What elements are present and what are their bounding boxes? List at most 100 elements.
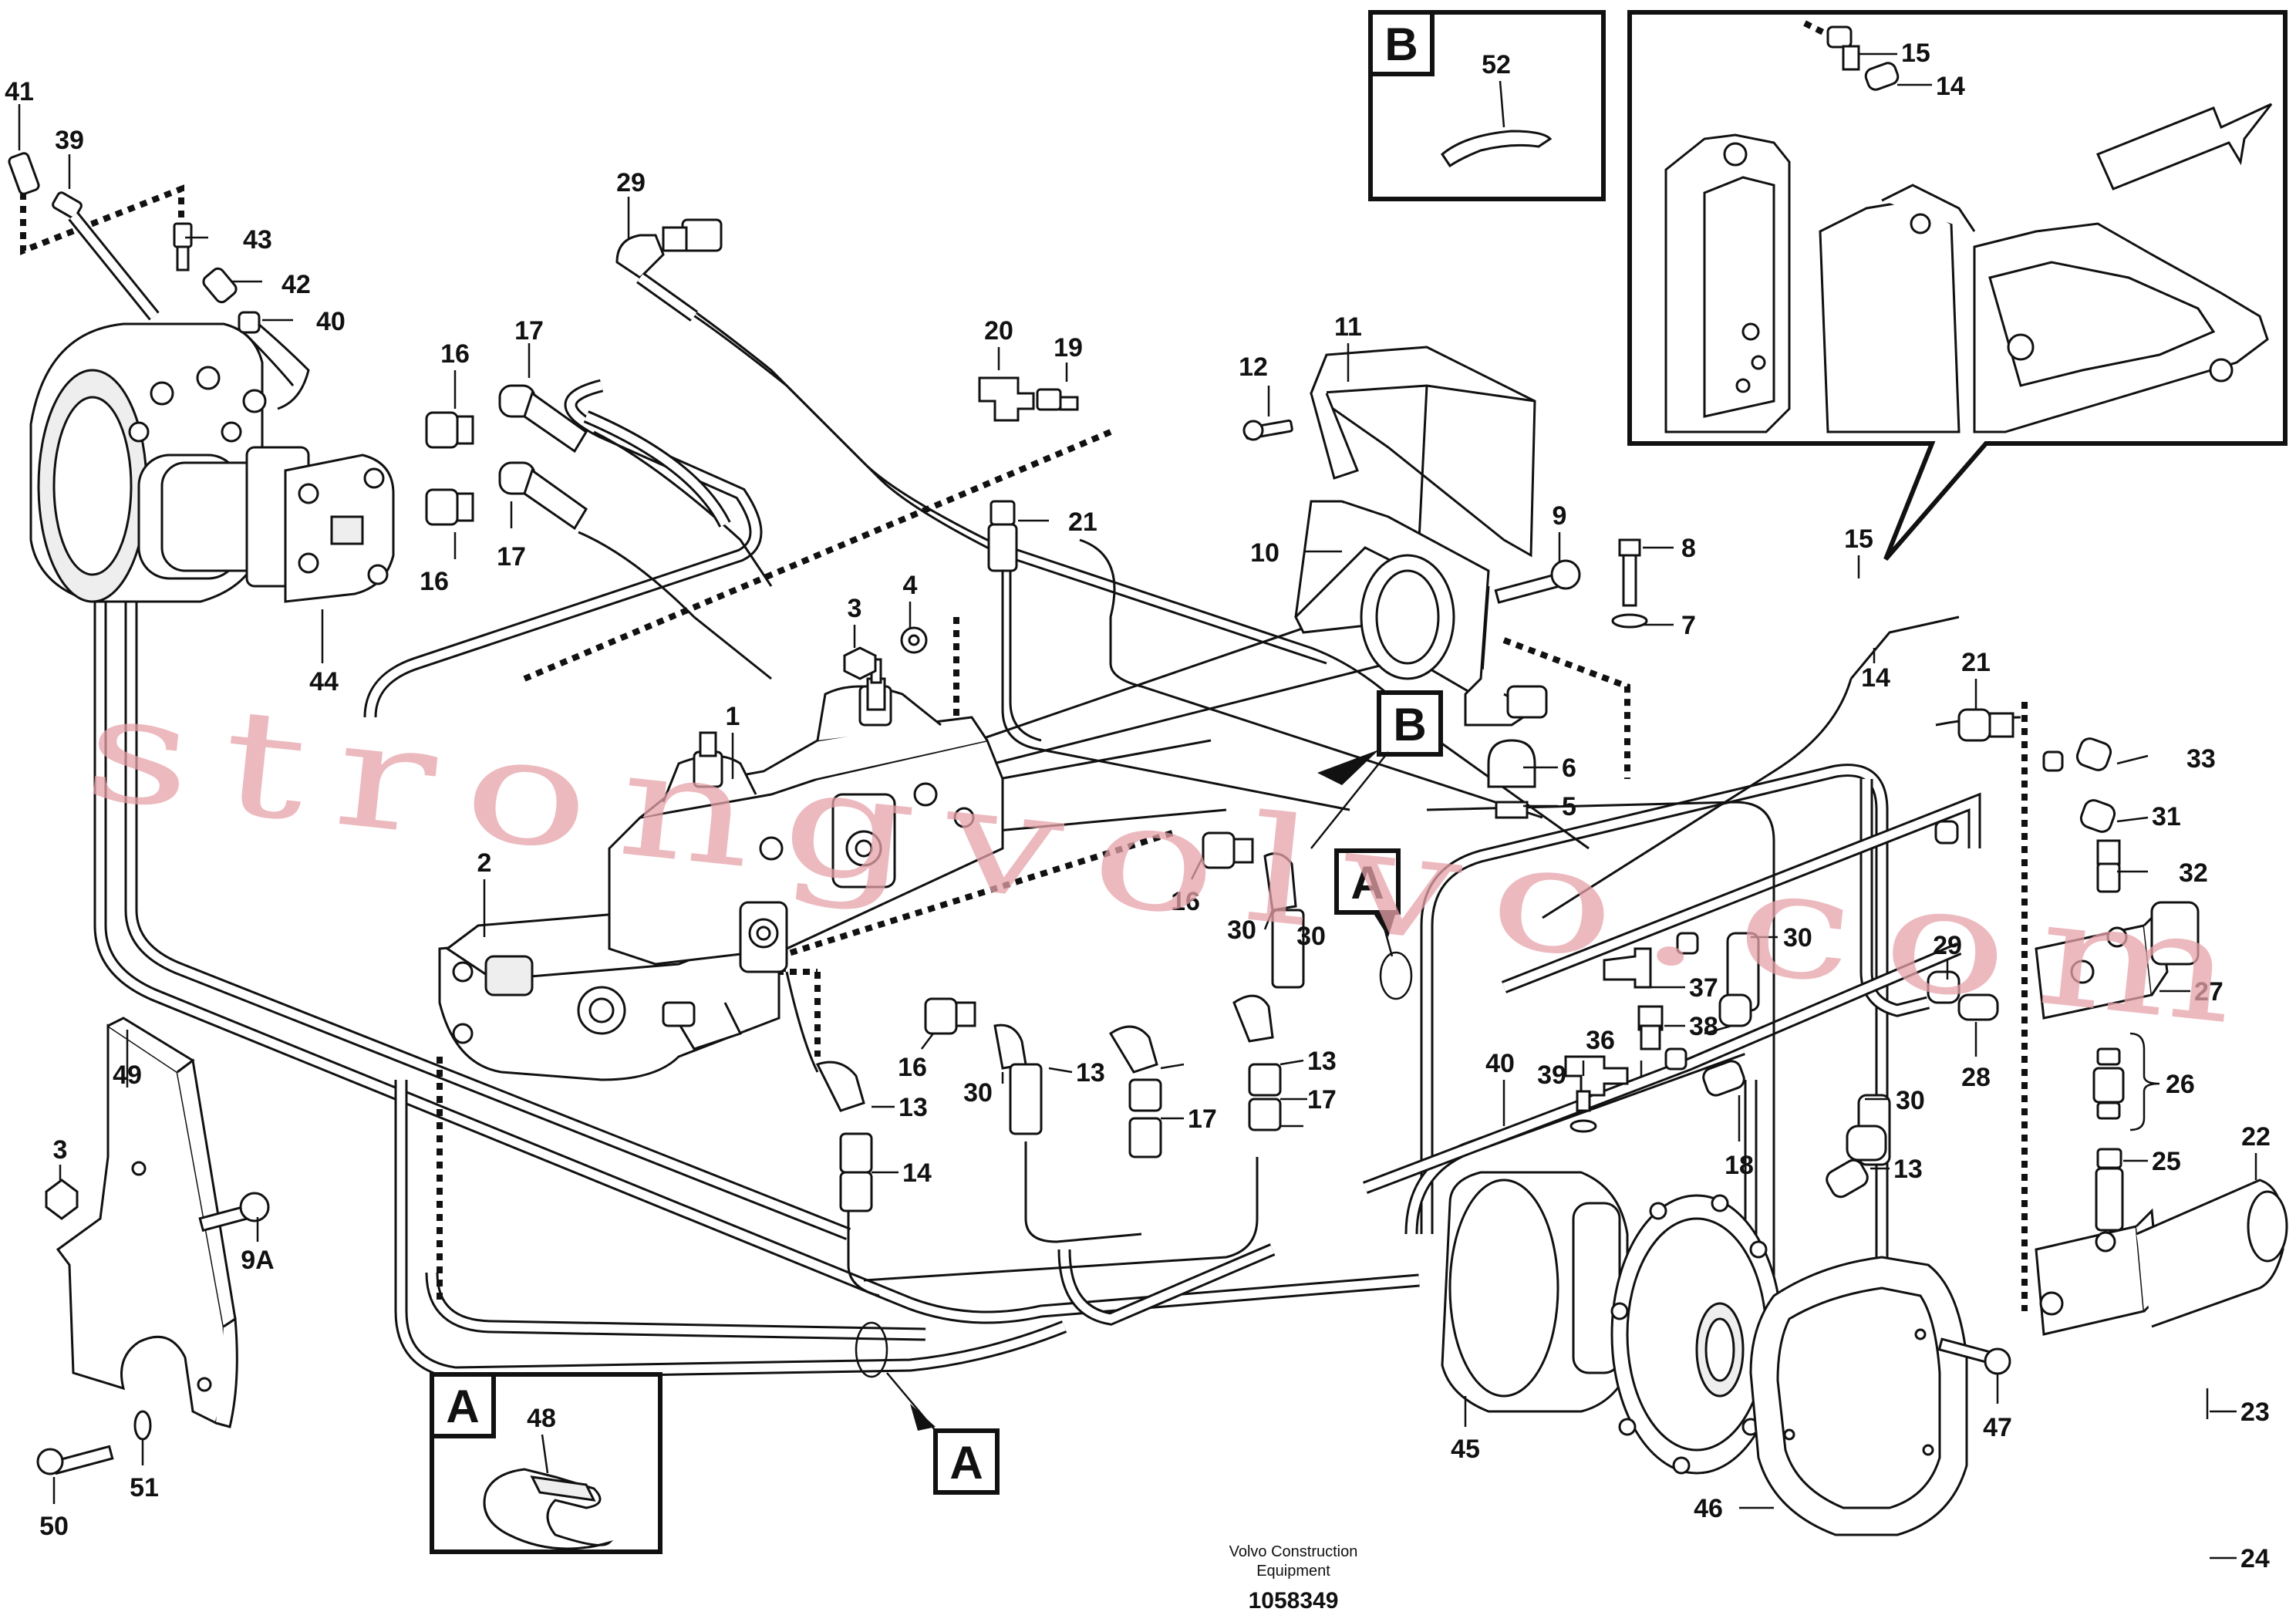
callout-21-b: 21 bbox=[1961, 648, 1991, 677]
pump-nut-washer bbox=[843, 626, 928, 680]
callout-31: 31 bbox=[2152, 802, 2181, 831]
callout-16-c: 16 bbox=[1171, 887, 1200, 916]
callout-40-mid: 40 bbox=[1485, 1049, 1515, 1078]
callout-23: 23 bbox=[2240, 1398, 2270, 1427]
callout-41: 41 bbox=[5, 77, 34, 106]
detail-box-a: A 48 bbox=[430, 1372, 663, 1554]
detail-inset-frame bbox=[1627, 10, 2288, 561]
callout-25: 25 bbox=[2152, 1147, 2181, 1176]
callout-22: 22 bbox=[2241, 1122, 2271, 1152]
callout-47: 47 bbox=[1983, 1413, 2012, 1442]
callout-6: 6 bbox=[1562, 754, 1576, 783]
inset-leaders bbox=[1859, 52, 1932, 86]
left-fittings bbox=[8, 152, 310, 410]
footer: Volvo Construction Equipment 1058349 bbox=[1229, 1543, 1358, 1614]
callout-12: 12 bbox=[1239, 352, 1268, 382]
callout-17-b: 17 bbox=[497, 542, 526, 572]
main-pump bbox=[438, 658, 1004, 1081]
callout-14-mid2: 14 bbox=[902, 1158, 932, 1188]
callout-26: 26 bbox=[2166, 1070, 2195, 1099]
callout-33: 33 bbox=[2186, 744, 2216, 774]
callout-38: 38 bbox=[1689, 1012, 1718, 1041]
callout-14-mid: 14 bbox=[1861, 663, 1890, 693]
callout-9a: 9A bbox=[241, 1246, 274, 1275]
bolt-47 bbox=[1937, 1337, 2011, 1375]
footer-company-line2: Equipment bbox=[1256, 1563, 1330, 1580]
callout-17-a: 17 bbox=[514, 316, 544, 346]
callout-21-a: 21 bbox=[1068, 508, 1097, 537]
callout-9: 9 bbox=[1553, 501, 1567, 531]
callout-49: 49 bbox=[113, 1061, 142, 1090]
callout-43: 43 bbox=[243, 225, 272, 255]
callout-30-c: 30 bbox=[1896, 1086, 1925, 1115]
left-hydraulic-motor bbox=[29, 322, 395, 603]
callout-13-b: 13 bbox=[1076, 1058, 1105, 1088]
detail-box-b-part: 52 bbox=[1482, 50, 1511, 79]
callout-numbers: 41 39 43 42 40 29 16 17 16 17 44 20 19 2… bbox=[5, 39, 2271, 1573]
callout-13-d: 13 bbox=[899, 1093, 928, 1122]
callout-42: 42 bbox=[282, 270, 311, 299]
watermark: strongvolvo.com bbox=[78, 662, 2274, 1061]
footer-drawing-number: 1058349 bbox=[1249, 1588, 1339, 1614]
section-marker-a-bottom: A bbox=[855, 1321, 1000, 1495]
callout-1: 1 bbox=[726, 702, 740, 731]
callout-40: 40 bbox=[316, 307, 346, 336]
callout-14-inset: 14 bbox=[1936, 72, 1965, 101]
callout-50: 50 bbox=[39, 1512, 69, 1541]
callout-20: 20 bbox=[984, 316, 1013, 346]
callout-5: 5 bbox=[1562, 792, 1576, 821]
callout-16-a: 16 bbox=[440, 339, 470, 369]
callout-44: 44 bbox=[309, 667, 339, 696]
callout-51: 51 bbox=[130, 1473, 159, 1502]
section-marker-a-mid-letter: A bbox=[1350, 857, 1384, 909]
callout-30-b: 30 bbox=[1783, 923, 1812, 953]
callout-37: 37 bbox=[1689, 973, 1718, 1003]
callout-17-c: 17 bbox=[1188, 1104, 1217, 1134]
callout-10: 10 bbox=[1250, 538, 1279, 568]
callout-4: 4 bbox=[903, 571, 918, 600]
callout-3-bracket: 3 bbox=[53, 1135, 68, 1165]
gasket-46 bbox=[1749, 1256, 1968, 1536]
leader-lines bbox=[18, 104, 2257, 1560]
callout-24: 24 bbox=[2240, 1544, 2270, 1573]
callout-2: 2 bbox=[477, 848, 492, 878]
valve-block-27 bbox=[2035, 901, 2200, 1020]
callout-29-right: 29 bbox=[1933, 931, 1962, 960]
callout-8: 8 bbox=[1681, 534, 1696, 563]
section-marker-b: B bbox=[1310, 690, 1443, 849]
bracket-and-cover bbox=[1294, 346, 1548, 819]
section-marker-a-mid: A bbox=[1334, 848, 1413, 1000]
callout-29-top: 29 bbox=[616, 168, 646, 197]
callout-13-c: 13 bbox=[1307, 1047, 1337, 1076]
callout-36: 36 bbox=[1586, 1026, 1615, 1055]
callout-30-e: 30 bbox=[1296, 922, 1326, 951]
callout-39-mid: 39 bbox=[1537, 1061, 1566, 1090]
callout-16-b: 16 bbox=[420, 567, 449, 596]
hose-29-fittings bbox=[615, 218, 723, 322]
detail-box-b-letter: B bbox=[1384, 19, 1418, 70]
callout-13-a: 13 bbox=[1893, 1155, 1923, 1184]
upper-left-fittings bbox=[425, 384, 588, 531]
right-fittings bbox=[1927, 708, 2125, 1232]
callout-28: 28 bbox=[1961, 1063, 1991, 1092]
callout-30-a: 30 bbox=[1227, 916, 1256, 945]
section-marker-a-bottom-letter: A bbox=[949, 1437, 983, 1489]
callout-16-d: 16 bbox=[898, 1053, 927, 1082]
center-fittings bbox=[1564, 932, 1891, 1199]
callout-18: 18 bbox=[1725, 1151, 1754, 1180]
callout-32: 32 bbox=[2179, 858, 2208, 888]
callout-30-d: 30 bbox=[963, 1078, 993, 1108]
callout-11: 11 bbox=[1334, 312, 1362, 342]
cylinder-22 bbox=[2136, 1179, 2288, 1328]
detail-box-a-part: 48 bbox=[527, 1404, 556, 1433]
footer-company-line1: Volvo Construction bbox=[1229, 1543, 1358, 1560]
fittings-20-19-21 bbox=[978, 376, 1079, 572]
middle-fittings bbox=[815, 831, 1305, 1212]
callout-7: 7 bbox=[1681, 611, 1696, 640]
bolts-and-washers bbox=[1242, 419, 1648, 629]
callout-45: 45 bbox=[1451, 1435, 1480, 1464]
callout-46: 46 bbox=[1694, 1494, 1723, 1523]
callout-39: 39 bbox=[55, 126, 84, 155]
callout-15-inset: 15 bbox=[1901, 39, 1930, 68]
